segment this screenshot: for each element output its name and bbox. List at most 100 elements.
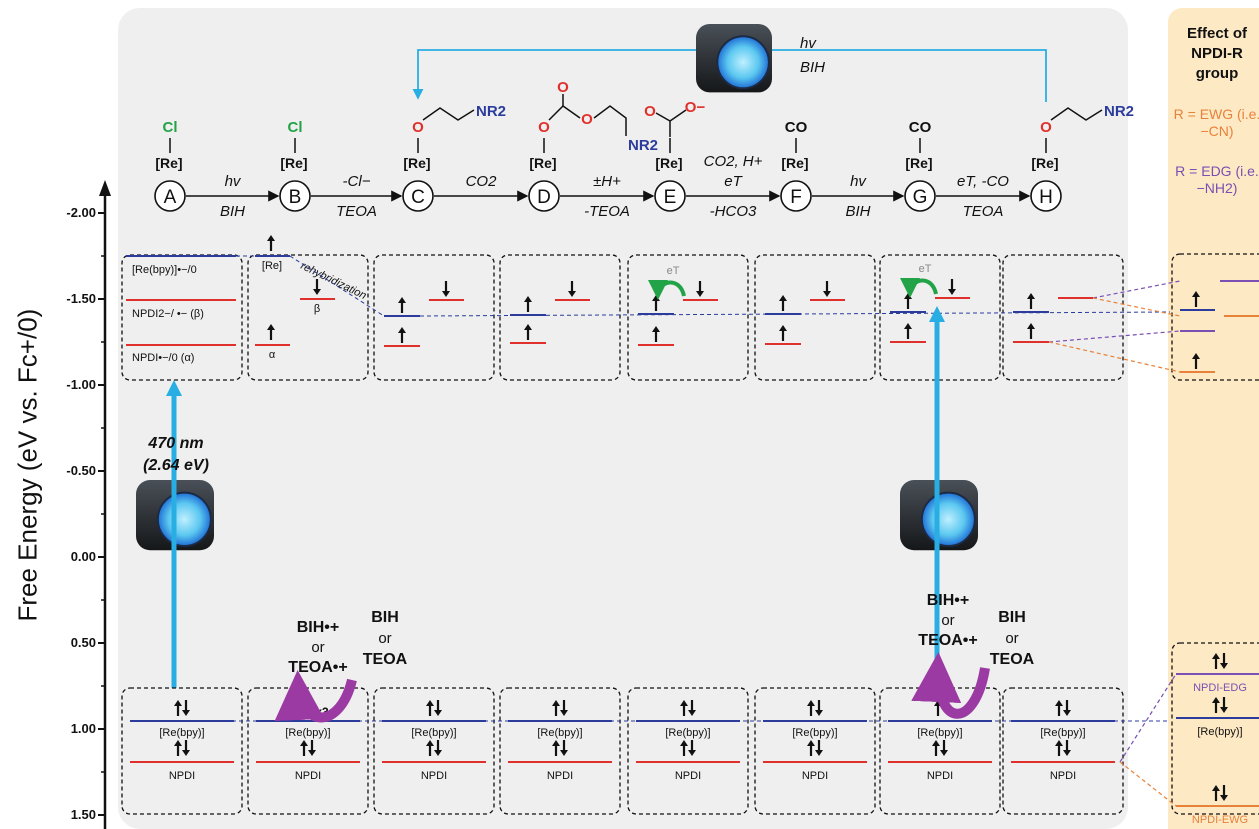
- y-tick-label: 0.00: [70, 549, 96, 564]
- ewg-label: R = EWG (i.e. −CN): [1173, 106, 1259, 139]
- lower-state-box: [121, 687, 243, 815]
- electron-arrowhead: [1212, 697, 1220, 703]
- loop-label: hv: [800, 35, 817, 52]
- electron-arrowhead: [1055, 700, 1063, 706]
- electron-arrowhead: [552, 700, 560, 706]
- state-letter: H: [1039, 187, 1053, 208]
- electron-arrowhead: [807, 700, 815, 706]
- et-label: eT: [667, 265, 680, 277]
- arrow-label: BIH: [220, 203, 245, 220]
- oxygen-label: O: [557, 79, 569, 96]
- ewg-level-label: NPDI-EWG: [1192, 814, 1248, 826]
- dashed-connector: [1119, 673, 1177, 763]
- level-label: NPDI: [421, 770, 447, 782]
- arrow-label: TEOA: [336, 203, 377, 220]
- lower-state-box: [754, 687, 876, 815]
- arrow-label: eT: [724, 173, 743, 190]
- arrow-label: hv: [850, 173, 867, 190]
- carboxylate-bonds: [669, 109, 687, 137]
- level-label: [Re(bpy)]: [917, 727, 962, 739]
- electron-arrowhead: [300, 740, 308, 746]
- electron-arrowhead: [398, 297, 406, 303]
- arrow-label: eT, -CO: [957, 173, 1009, 190]
- arrow-label: CO2, H+: [704, 153, 763, 170]
- level-label: [Re(bpy)]: [537, 727, 582, 739]
- state-circle-G: [904, 180, 936, 212]
- lower-state-box: [373, 687, 495, 815]
- oxygen-label: O: [581, 111, 593, 128]
- dashed-connector: [419, 311, 1171, 317]
- electron-arrowhead: [442, 291, 450, 297]
- re-fragment-label: [Re]: [905, 155, 932, 171]
- electron-arrowhead: [815, 710, 823, 716]
- electron-arrowhead: [426, 700, 434, 706]
- amine-label: NR2: [628, 137, 658, 154]
- electron-arrowhead: [1063, 750, 1071, 756]
- electron-arrowhead: [182, 750, 190, 756]
- state-letter: B: [289, 187, 302, 208]
- electron-arrowhead: [779, 325, 787, 331]
- level-label: NPDI: [927, 770, 953, 782]
- electron-arrowhead: [688, 710, 696, 716]
- electron-arrowhead: [1063, 710, 1071, 716]
- electron-arrowhead: [568, 291, 576, 297]
- carbonyl-label: CO: [785, 119, 808, 136]
- electron-arrowhead: [940, 750, 948, 756]
- y-tick-label: -1.00: [66, 377, 96, 392]
- upper-state-box: [1002, 254, 1124, 381]
- donor-label: or: [941, 612, 954, 629]
- donor-label: TEOA: [990, 651, 1035, 668]
- electron-arrowhead: [815, 750, 823, 756]
- electron-arrowhead: [1220, 795, 1228, 801]
- arrow-label: TEOA: [963, 203, 1004, 220]
- donor-label: or: [1005, 630, 1018, 647]
- oxygen-label: O: [1040, 119, 1052, 136]
- level-label: [Re(bpy)]: [1040, 727, 1085, 739]
- arrow-label: hv: [225, 173, 242, 190]
- amine-label: NR2: [476, 103, 506, 120]
- led-lamp-top-face: [716, 35, 770, 90]
- state-letter: G: [913, 187, 928, 208]
- donor-label: BIH•+: [927, 592, 970, 609]
- state-circle-C: [402, 180, 434, 212]
- donor-label: or: [378, 630, 391, 647]
- dashed-connector: [1092, 297, 1181, 317]
- energy-label: (2.64 eV): [143, 457, 209, 474]
- upper-state-box: [627, 254, 749, 381]
- dashed-connector: [1048, 330, 1181, 343]
- state-circle-F: [780, 180, 812, 212]
- re-fragment-label: [Re]: [403, 155, 430, 171]
- level-label: [Re(bpy)]: [159, 727, 204, 739]
- donor-label: or: [311, 639, 324, 656]
- y-tick-label: 0.50: [70, 635, 96, 650]
- arrow-label: CO2: [466, 173, 498, 190]
- level-label: NPDI: [1050, 770, 1076, 782]
- upper-state-box: [373, 254, 495, 381]
- chloride-label: Cl: [288, 119, 303, 136]
- chain-bonds: [422, 107, 475, 121]
- level-label: [Re(bpy)]: [792, 727, 837, 739]
- electron-arrowhead: [398, 327, 406, 333]
- level-label: β: [314, 303, 320, 315]
- lower-state-box: [627, 687, 749, 815]
- electron-transfer-arrow: [900, 277, 938, 298]
- electron-arrowhead: [174, 700, 182, 706]
- electron-arrowhead: [426, 740, 434, 746]
- loop-label: BIH: [800, 59, 825, 76]
- electron-arrowhead: [308, 750, 316, 756]
- led-lamp-right-face: [920, 491, 976, 547]
- y-tick-label: -1.50: [66, 291, 96, 306]
- electron-arrowhead: [560, 750, 568, 756]
- electron-arrowhead: [1220, 707, 1228, 713]
- re-fragment-label: [Re]: [1031, 155, 1058, 171]
- electron-arrowhead: [1027, 323, 1035, 329]
- upper-state-box: [754, 254, 876, 381]
- side-upper-box: [1171, 253, 1259, 381]
- electron-arrowhead: [560, 710, 568, 716]
- upper-state-box: [879, 254, 1001, 381]
- excitation-arrowhead: [166, 380, 182, 396]
- electron-arrowhead: [524, 324, 532, 330]
- oxidation-arrow: [911, 652, 990, 719]
- level-label: NPDI: [295, 770, 321, 782]
- led-lamp-left-face: [156, 491, 212, 547]
